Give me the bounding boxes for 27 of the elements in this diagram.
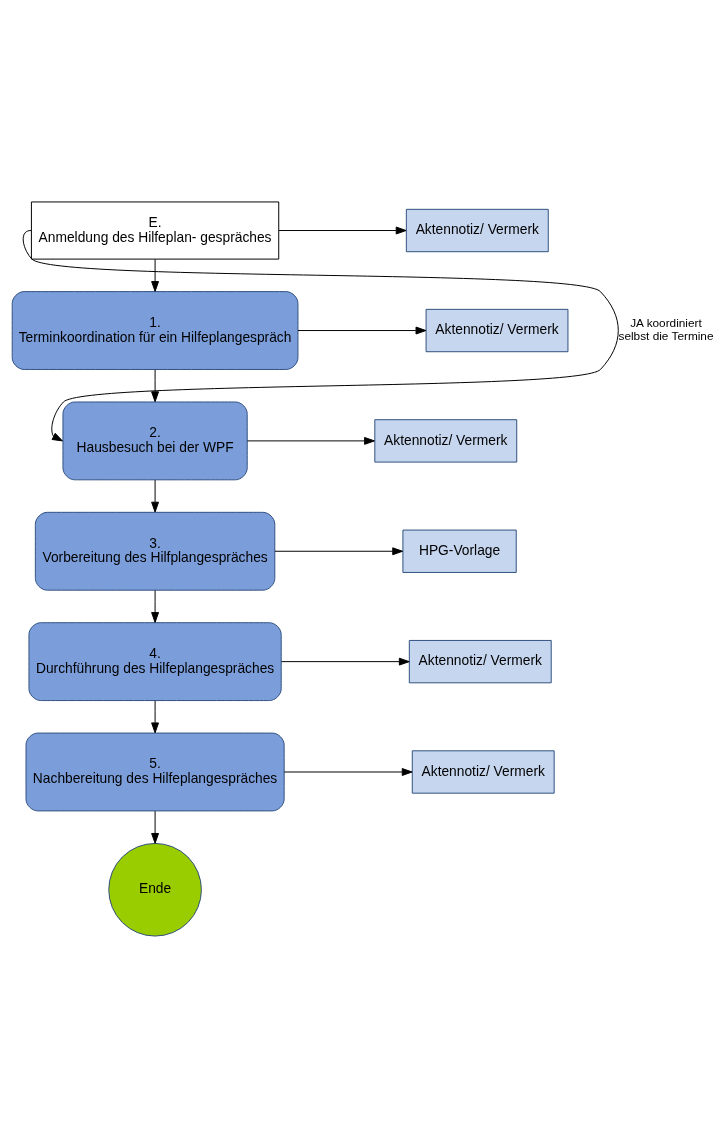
arrow <box>274 546 404 555</box>
arrow <box>151 479 160 513</box>
arrow <box>22 229 619 441</box>
edge-label: JA koordiniert selbst die Termine <box>618 315 714 343</box>
node-box: 5. Nachbereitung des Hilfeplangespräches <box>25 732 285 811</box>
node-box: Aktennotiz/ Vermerk <box>411 749 555 794</box>
arrow <box>283 767 413 776</box>
node-box: Aktennotiz/ Vermerk <box>374 418 518 463</box>
node-circle: Ende <box>108 842 202 937</box>
node-box: E. Anmeldung des Hilfeplan- gespräches <box>30 200 280 260</box>
arrow <box>280 657 410 666</box>
node-box: 3. Vorbereitung des Hilfplangespräches <box>34 511 276 591</box>
node-box: Aktennotiz/ Vermerk <box>405 208 549 252</box>
arrow <box>151 368 160 402</box>
node-box: 1. Terminkoordination für ein Hilfeplangespräch <box>11 290 299 370</box>
arrow <box>151 699 160 733</box>
node-box: 4. Durchführung des Hilfeplangespräches <box>28 621 282 701</box>
arrow <box>151 810 160 844</box>
node-box: 2. Hausbesuch bei der WPF <box>62 401 248 480</box>
arrow <box>278 226 407 234</box>
arrow <box>246 436 375 445</box>
arrow <box>151 258 160 292</box>
node-box: HPG-Vorlage <box>402 529 517 573</box>
arrow <box>297 326 427 334</box>
node-box: Aktennotiz/ Vermerk <box>425 308 569 352</box>
arrow <box>151 589 160 623</box>
node-box: Aktennotiz/ Vermerk <box>408 639 552 683</box>
